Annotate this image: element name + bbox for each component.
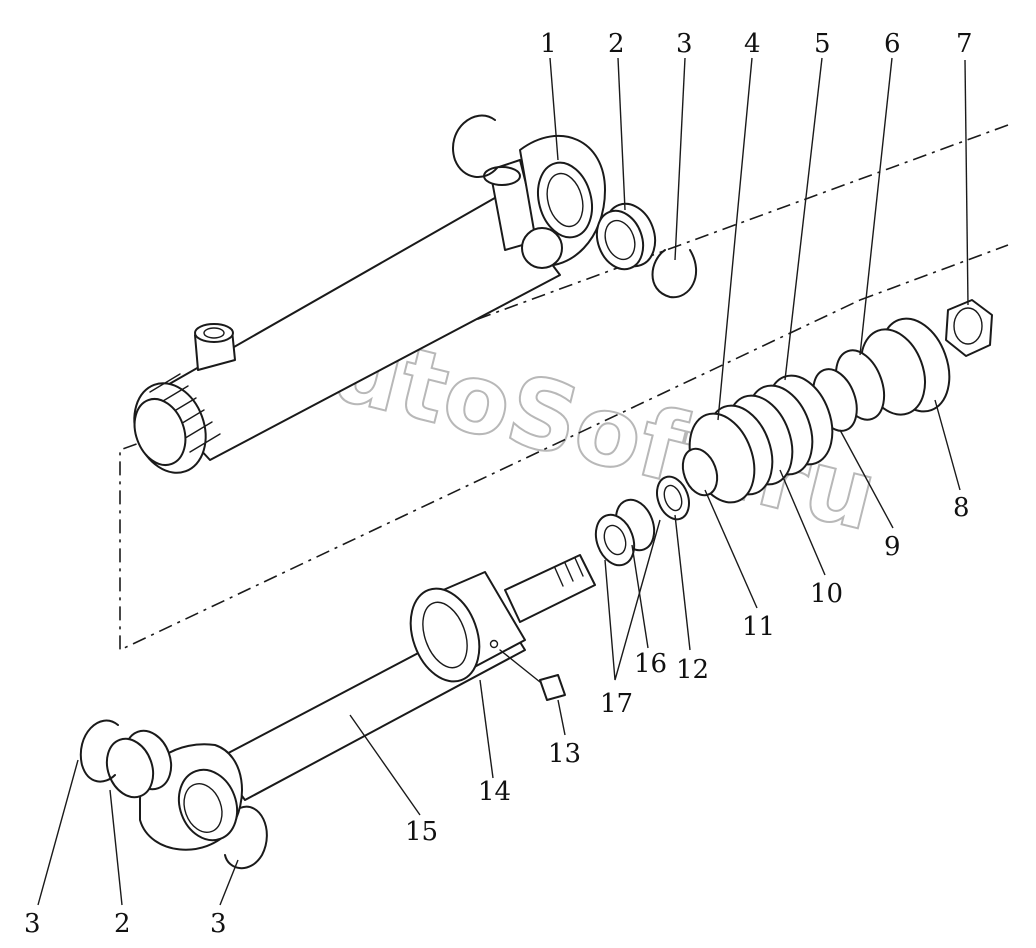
callout-5: 5 xyxy=(814,29,831,59)
snap-ring-lower-left xyxy=(79,719,119,783)
callout-4: 4 xyxy=(744,29,761,59)
piston-stack xyxy=(594,317,951,567)
callout-7: 7 xyxy=(956,29,973,59)
grease-fitting xyxy=(499,649,566,701)
callout-17: 17 xyxy=(600,689,633,719)
bushing-upper xyxy=(595,202,657,271)
callout-11: 11 xyxy=(742,612,775,642)
callout-labels: 1 2 3 4 5 6 7 8 9 10 11 12 13 14 15 16 1… xyxy=(24,29,973,939)
hex-nut xyxy=(945,299,993,357)
callout-12: 12 xyxy=(676,655,709,685)
snap-ring-lower-right xyxy=(224,805,268,870)
callout-3-lower-left: 3 xyxy=(24,909,41,939)
callout-8: 8 xyxy=(953,493,970,523)
assembly-axis-lines xyxy=(119,124,1009,652)
callout-14: 14 xyxy=(478,777,511,807)
callout-3-lower-right: 3 xyxy=(210,909,227,939)
callout-15: 15 xyxy=(405,817,438,847)
snap-ring-upper-left xyxy=(452,114,498,178)
callout-1: 1 xyxy=(540,29,557,59)
callout-16: 16 xyxy=(634,649,667,679)
callout-9: 9 xyxy=(884,532,901,562)
callout-2-lower: 2 xyxy=(114,909,131,939)
piston-rod xyxy=(139,554,596,851)
cylinder-barrel xyxy=(133,134,606,474)
bushing-lower xyxy=(105,729,173,799)
callout-10: 10 xyxy=(810,579,843,609)
callout-6: 6 xyxy=(884,29,901,59)
rod-head xyxy=(409,571,526,683)
callout-2: 2 xyxy=(608,29,625,59)
callout-leaders xyxy=(37,57,969,906)
callout-3: 3 xyxy=(676,29,693,59)
callout-13: 13 xyxy=(548,739,581,769)
snap-ring-upper xyxy=(651,249,697,299)
